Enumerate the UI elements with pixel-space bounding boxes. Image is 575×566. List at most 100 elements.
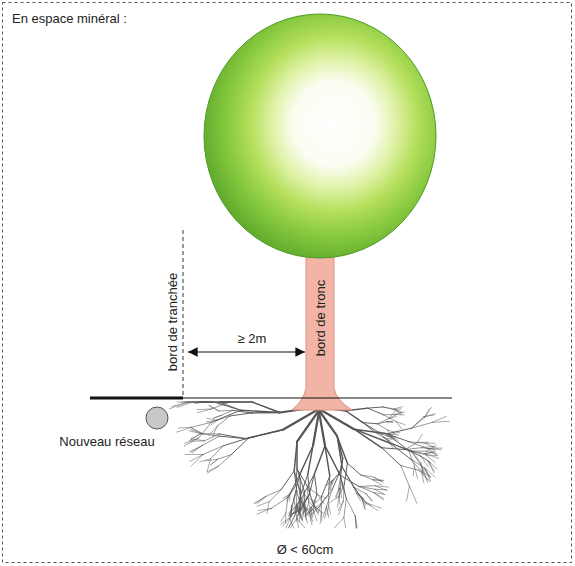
roots: [169, 402, 449, 528]
root-stroke: [339, 484, 344, 496]
root-stroke: [330, 496, 339, 502]
root-stroke: [258, 508, 271, 510]
root-stroke: [318, 495, 324, 504]
root-stroke: [374, 477, 381, 481]
root-stroke: [249, 430, 283, 438]
root-stroke: [290, 505, 292, 516]
root-stroke: [267, 502, 269, 514]
root-stroke: [409, 486, 416, 503]
root-stroke: [184, 438, 198, 443]
root-stroke: [337, 496, 338, 507]
root-stroke: [300, 501, 301, 511]
root-stroke: [300, 445, 313, 474]
root-stroke: [227, 402, 240, 403]
root-stroke: [296, 504, 300, 514]
root-stroke: [213, 415, 221, 418]
root-stroke: [302, 502, 306, 510]
root-stroke: [281, 517, 292, 525]
root-stroke: [362, 499, 365, 510]
root-stroke: [378, 424, 388, 430]
root-stroke: [177, 402, 192, 408]
root-stroke: [339, 496, 340, 504]
root-stroke: [339, 501, 344, 514]
root-stroke: [200, 402, 212, 403]
root-stroke: [314, 474, 317, 494]
root-stroke: [362, 499, 364, 508]
root-stroke: [374, 493, 384, 501]
root-stroke: [219, 434, 245, 439]
root-stroke: [190, 455, 203, 462]
root-stroke: [366, 503, 378, 511]
root-stroke: [412, 418, 425, 428]
root-stroke: [394, 407, 402, 409]
root-stroke: [177, 402, 192, 403]
root-stroke: [213, 402, 230, 403]
root-stroke: [346, 411, 363, 423]
root-stroke: [299, 488, 307, 498]
root-stroke: [314, 446, 325, 474]
root-stroke: [252, 402, 279, 413]
root-stroke: [312, 502, 317, 513]
root-stroke: [323, 506, 327, 517]
root-stroke: [368, 407, 383, 408]
root-stroke: [327, 489, 333, 506]
root-stroke: [290, 486, 296, 494]
root-stroke: [373, 480, 382, 485]
root-stroke: [361, 475, 373, 480]
root-stroke: [223, 438, 249, 446]
root-stroke: [290, 518, 297, 528]
root-stroke: [177, 427, 192, 432]
root-stroke: [327, 506, 329, 515]
root-stroke: [184, 438, 198, 446]
root-stroke: [425, 451, 435, 454]
root-stroke: [427, 448, 442, 449]
trench-edge-line: [183, 230, 184, 396]
root-stroke: [207, 459, 210, 472]
root-stroke: [292, 491, 297, 505]
root-stroke: [340, 482, 342, 489]
root-stroke: [325, 446, 330, 476]
root-stroke: [321, 476, 329, 497]
dimension-label: ≥ 2m: [238, 331, 267, 346]
root-stroke: [389, 411, 396, 419]
root-stroke: [203, 402, 213, 403]
root-stroke: [287, 494, 290, 501]
root-stroke: [354, 429, 382, 448]
root-stroke: [307, 498, 311, 505]
root-stroke: [289, 505, 292, 516]
root-stroke: [325, 506, 327, 518]
root-stroke: [269, 489, 281, 501]
root-stroke: [221, 402, 227, 403]
root-stroke: [347, 463, 360, 475]
root-stroke: [405, 450, 420, 456]
root-stroke: [338, 501, 343, 511]
root-stroke: [299, 488, 302, 503]
root-stroke: [207, 418, 217, 420]
root-stroke: [378, 419, 389, 424]
root-stroke: [405, 448, 421, 450]
root-stroke: [203, 446, 223, 455]
root-stroke: [355, 516, 357, 528]
root-stroke: [191, 427, 203, 434]
network-label: Nouveau réseau: [59, 434, 154, 449]
root-stroke: [328, 494, 329, 505]
root-stroke: [294, 471, 299, 488]
root-stroke: [389, 414, 397, 418]
root-stroke: [219, 402, 227, 404]
root-stroke: [246, 430, 283, 439]
root-stroke: [294, 442, 297, 471]
root-stroke: [387, 434, 409, 450]
root-stroke: [421, 456, 431, 463]
root-stroke: [209, 426, 218, 435]
root-stroke: [361, 475, 374, 477]
root-stroke: [218, 455, 231, 467]
root-stroke: [421, 456, 429, 467]
distance-arrow: [188, 351, 305, 352]
root-stroke: [382, 448, 405, 450]
root-stroke: [218, 455, 232, 460]
root-stroke: [418, 470, 428, 480]
root-stroke: [211, 459, 218, 465]
root-stroke: [374, 477, 383, 482]
root-stroke: [334, 518, 344, 528]
